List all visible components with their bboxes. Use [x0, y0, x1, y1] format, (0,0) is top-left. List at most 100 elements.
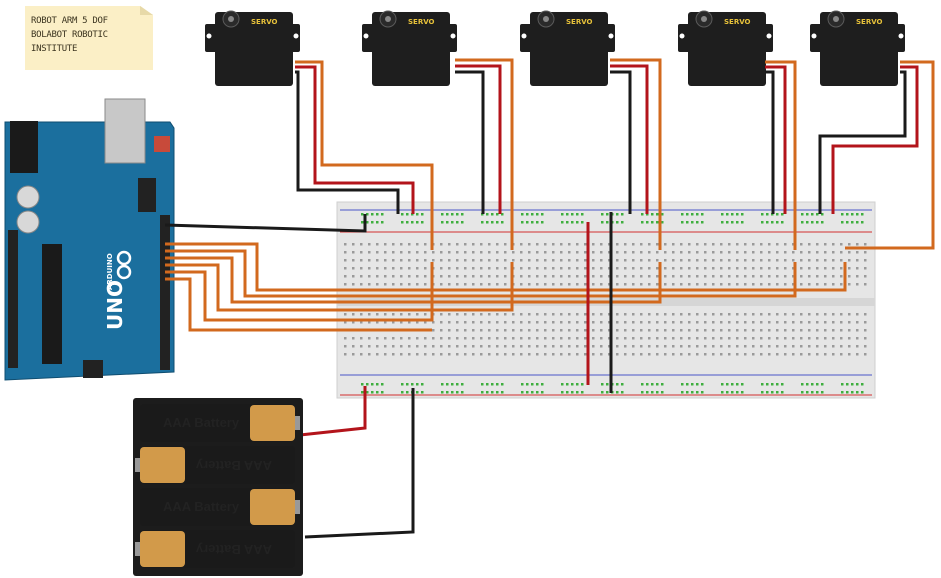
breadboard-hole: [352, 313, 355, 316]
breadboard-hole: [744, 329, 747, 332]
breadboard-hole: [552, 345, 555, 348]
breadboard-hole: [640, 337, 643, 340]
breadboard-hole: [584, 321, 587, 324]
breadboard-hole: [536, 337, 539, 340]
servo-mount-hole: [679, 33, 685, 39]
rail-hole: [561, 213, 564, 216]
breadboard-hole: [416, 251, 419, 254]
breadboard-hole: [848, 251, 851, 254]
breadboard-hole: [496, 313, 499, 316]
rail-hole: [521, 383, 524, 386]
breadboard-hole: [704, 321, 707, 324]
breadboard-hole: [416, 283, 419, 286]
breadboard-hole: [512, 337, 515, 340]
breadboard-hole: [632, 267, 635, 270]
breadboard-hole: [344, 337, 347, 340]
breadboard-hole: [824, 345, 827, 348]
breadboard-hole: [432, 329, 435, 332]
servo-label: SERVO: [251, 18, 278, 26]
breadboard-hole: [480, 313, 483, 316]
rail-hole: [681, 221, 684, 224]
breadboard-hole: [824, 313, 827, 316]
breadboard-hole: [488, 243, 491, 246]
breadboard-hole: [544, 259, 547, 262]
rail-hole: [446, 391, 449, 394]
breadboard-hole: [688, 251, 691, 254]
breadboard-hole: [576, 345, 579, 348]
breadboard-hole: [792, 243, 795, 246]
breadboard-hole: [760, 337, 763, 340]
breadboard-hole: [464, 283, 467, 286]
rail-hole: [366, 221, 369, 224]
breadboard-hole: [800, 345, 803, 348]
rail-hole: [721, 213, 724, 216]
breadboard-hole: [688, 353, 691, 356]
breadboard-hole: [480, 243, 483, 246]
breadboard-hole: [368, 337, 371, 340]
breadboard: [336, 201, 876, 399]
power-jack: [10, 121, 38, 173]
breadboard-hole: [840, 267, 843, 270]
rail-hole: [741, 213, 744, 216]
breadboard-hole: [344, 283, 347, 286]
rail-hole: [806, 221, 809, 224]
rail-hole: [371, 221, 374, 224]
breadboard-hole: [576, 251, 579, 254]
breadboard-hole: [704, 337, 707, 340]
rail-hole: [731, 391, 734, 394]
breadboard-hole: [800, 313, 803, 316]
rail-hole: [416, 383, 419, 386]
breadboard-hole: [400, 251, 403, 254]
breadboard-hole: [584, 337, 587, 340]
breadboard-hole: [400, 321, 403, 324]
breadboard-hole: [728, 267, 731, 270]
breadboard-hole: [424, 345, 427, 348]
breadboard-hole: [792, 275, 795, 278]
rail-hole: [536, 221, 539, 224]
breadboard-hole: [464, 251, 467, 254]
note-fold: [140, 6, 153, 15]
breadboard-hole: [816, 243, 819, 246]
rail-hole: [406, 391, 409, 394]
breadboard-hole: [496, 251, 499, 254]
rail-hole: [821, 221, 824, 224]
breadboard-hole: [840, 337, 843, 340]
breadboard-hole: [848, 313, 851, 316]
note-text: ROBOT ARM 5 DOF BOLABOT ROBOTIC INSTITUT…: [31, 16, 108, 54]
breadboard-hole: [672, 267, 675, 270]
rail-hole: [576, 391, 579, 394]
breadboard-hole: [544, 243, 547, 246]
rail-hole: [411, 383, 414, 386]
breadboard-hole: [840, 329, 843, 332]
rail-hole: [521, 391, 524, 394]
breadboard-hole: [776, 251, 779, 254]
breadboard-hole: [792, 313, 795, 316]
breadboard-hole: [600, 337, 603, 340]
rail-hole: [701, 213, 704, 216]
rail-hole: [781, 391, 784, 394]
breadboard-hole: [800, 251, 803, 254]
breadboard-hole: [824, 243, 827, 246]
breadboard-hole: [528, 345, 531, 348]
breadboard-hole: [600, 259, 603, 262]
breadboard-hole: [728, 283, 731, 286]
rail-hole: [406, 221, 409, 224]
reset-button: [154, 136, 170, 152]
breadboard-hole: [496, 259, 499, 262]
breadboard-hole: [592, 283, 595, 286]
rail-hole: [846, 391, 849, 394]
breadboard-hole: [712, 267, 715, 270]
breadboard-hole: [416, 353, 419, 356]
rail-hole: [401, 213, 404, 216]
breadboard-hole: [664, 267, 667, 270]
rail-hole: [811, 221, 814, 224]
breadboard-hole: [680, 267, 683, 270]
breadboard-hole: [608, 353, 611, 356]
rail-hole: [416, 391, 419, 394]
servo5-signal-wire: [845, 60, 935, 250]
servo5-power-wire: [831, 65, 919, 214]
breadboard-hole: [832, 283, 835, 286]
rail-hole: [776, 213, 779, 216]
breadboard-hole: [624, 283, 627, 286]
breadboard-hole: [344, 267, 347, 270]
